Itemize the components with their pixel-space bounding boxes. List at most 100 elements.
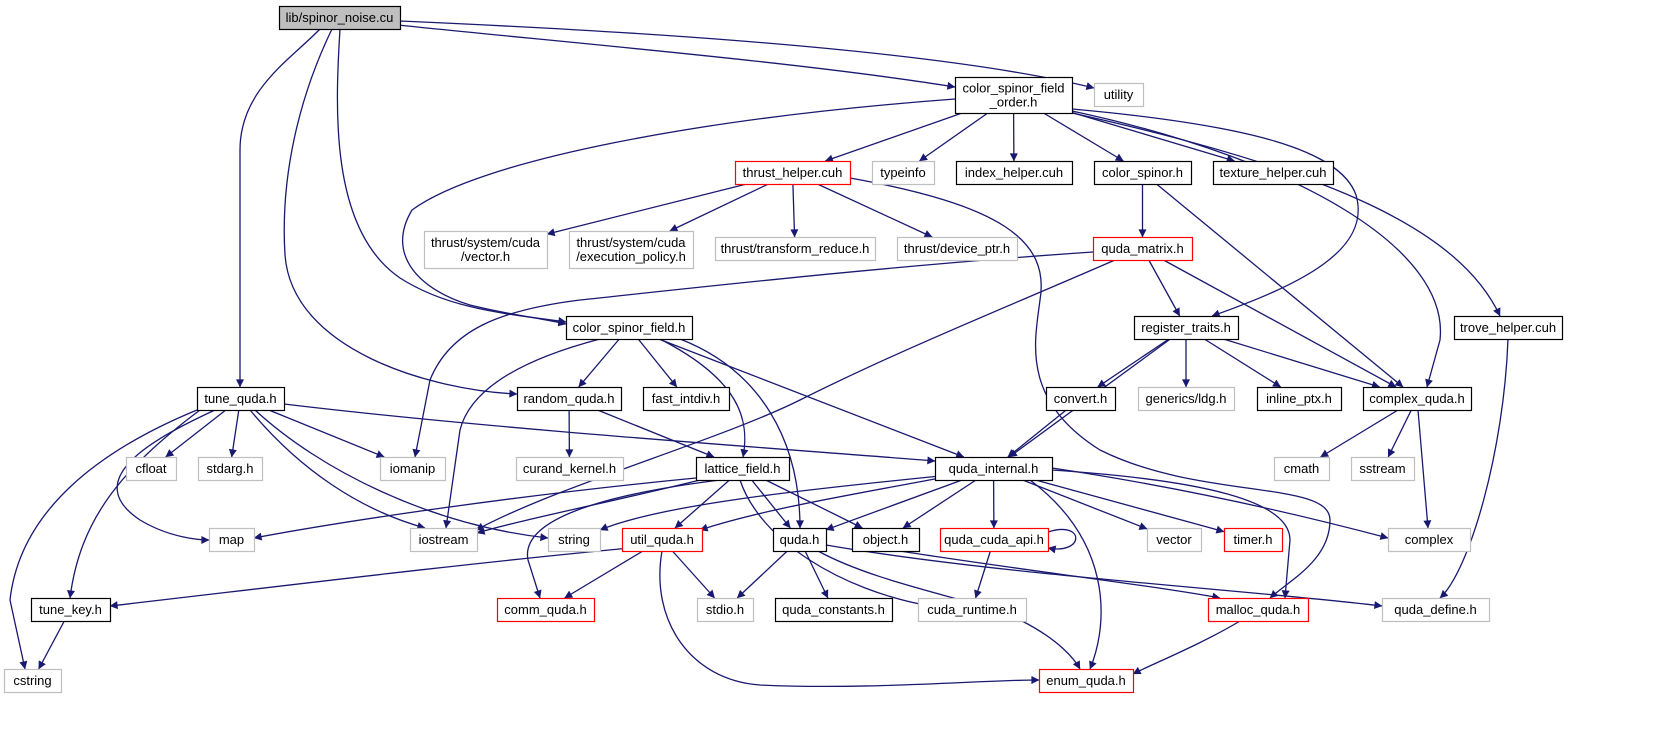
node-box-cuda_runtime	[917, 597, 1028, 623]
node-label: util_quda.h	[630, 532, 694, 547]
edge-spinor_noise-to-random_quda	[283, 28, 518, 398]
node-label: timer.h	[1233, 532, 1272, 547]
node-box-iomanip	[379, 456, 447, 482]
edge-lattice_field-to-util_quda	[674, 479, 730, 529]
node-box-quda_constants	[774, 597, 894, 623]
edge-convert-to-quda_internal	[1007, 409, 1067, 458]
node-cfloat: cfloat	[125, 456, 178, 482]
node-box-thrust_exec	[568, 230, 695, 270]
node-trove_helper[interactable]: trove_helper.cuh	[1453, 315, 1564, 341]
node-tune_quda[interactable]: tune_quda.h	[196, 386, 286, 412]
node-thrust_helper[interactable]: thrust_helper.cuh	[734, 160, 852, 186]
node-box-util_quda	[621, 527, 704, 553]
node-label: curand_kernel.h	[523, 461, 616, 476]
node-label: fast_intdiv.h	[652, 391, 720, 406]
node-index_helper[interactable]: index_helper.cuh	[955, 160, 1074, 186]
node-fast_intdiv[interactable]: fast_intdiv.h	[642, 386, 731, 412]
node-register_traits[interactable]: register_traits.h	[1133, 315, 1240, 341]
node-quda_h[interactable]: quda.h	[772, 527, 828, 553]
node-quda_matrix[interactable]: quda_matrix.h	[1092, 236, 1194, 262]
edge-thrust_helper-to-thrust_dp	[817, 183, 933, 238]
node-box-convert	[1045, 386, 1117, 412]
edge-random_quda-to-lattice_field	[597, 409, 715, 458]
node-label: thrust/system/cuda/vector.h	[431, 235, 541, 264]
edge-tune_quda-to-cstring	[9, 409, 198, 670]
node-lattice_field[interactable]: lattice_field.h	[695, 456, 791, 482]
edge-thrust_helper-to-malloc_quda	[849, 177, 1331, 599]
node-inline_ptx[interactable]: inline_ptx.h	[1256, 386, 1343, 412]
edge-util_quda-to-tune_key	[109, 547, 631, 610]
node-label: complex	[1405, 532, 1454, 547]
edge-complex_quda-to-cmath	[1320, 409, 1399, 458]
node-thrust_exec: thrust/system/cuda/execution_policy.h	[568, 230, 695, 270]
node-quda_internal[interactable]: quda_internal.h	[934, 456, 1054, 482]
node-label: quda_internal.h	[949, 461, 1039, 476]
node-label: cstring	[13, 673, 51, 688]
node-box-curand_kernel	[515, 456, 625, 482]
node-color_spinor[interactable]: color_spinor.h	[1093, 160, 1193, 186]
node-label: tune_quda.h	[204, 391, 276, 406]
node-label: quda_define.h	[1394, 602, 1476, 617]
edge-color_spinor-to-complex_quda	[1156, 183, 1404, 388]
node-label: quda_cuda_api.h	[944, 532, 1044, 547]
edge-tune_quda-to-map	[116, 409, 216, 544]
node-timer[interactable]: timer.h	[1223, 527, 1284, 553]
edge-trove_helper-to-quda_define	[1439, 338, 1509, 599]
node-object_h[interactable]: object.h	[851, 527, 921, 553]
node-map: map	[208, 527, 256, 553]
node-label: quda_matrix.h	[1101, 241, 1183, 256]
node-box-comm_quda	[496, 597, 596, 623]
node-label: color_spinor_field.h	[573, 320, 686, 335]
edge-quda_internal-to-timer	[1035, 479, 1225, 534]
node-cuda_runtime: cuda_runtime.h	[917, 597, 1028, 623]
node-texture_helper[interactable]: texture_helper.cuh	[1212, 160, 1335, 186]
node-cstring: cstring	[3, 668, 63, 694]
node-box-sstream	[1350, 456, 1416, 482]
node-box-lattice_field	[695, 456, 791, 482]
node-label: thrust/transform_reduce.h	[721, 241, 870, 256]
node-label: quda_constants.h	[782, 602, 885, 617]
node-label: inline_ptx.h	[1266, 391, 1332, 406]
node-box-iostream	[409, 527, 479, 553]
node-label: comm_quda.h	[504, 602, 586, 617]
node-iostream: iostream	[409, 527, 479, 553]
node-quda_constants[interactable]: quda_constants.h	[774, 597, 894, 623]
node-convert[interactable]: convert.h	[1045, 386, 1117, 412]
node-label: typeinfo	[880, 165, 926, 180]
edge-quda_cuda_api-to-cuda_runtime	[974, 550, 992, 599]
node-tune_key[interactable]: tune_key.h	[30, 597, 112, 623]
edge-csfo-to-texture_helper	[1071, 111, 1235, 163]
node-complex_quda[interactable]: complex_quda.h	[1362, 386, 1473, 412]
node-spinor_noise[interactable]: lib/spinor_noise.cu	[278, 5, 402, 31]
node-label: cuda_runtime.h	[927, 602, 1017, 617]
node-util_quda[interactable]: util_quda.h	[621, 527, 704, 553]
node-random_quda[interactable]: random_quda.h	[516, 386, 623, 412]
edge-csfo-to-csf	[401, 98, 956, 327]
edge-register_traits-to-inline_ptx	[1203, 338, 1282, 388]
edge-spinor_noise-to-csf	[336, 28, 567, 325]
node-label: index_helper.cuh	[965, 165, 1063, 180]
node-box-quda_cuda_api	[939, 527, 1050, 553]
edge-csfo-to-register_traits	[1071, 108, 1359, 318]
node-box-texture_helper	[1212, 160, 1335, 186]
node-box-register_traits	[1133, 315, 1240, 341]
edge-object_h-to-malloc_quda	[899, 550, 1221, 601]
edge-lattice_field-to-map	[253, 477, 697, 541]
node-enum_quda[interactable]: enum_quda.h	[1038, 668, 1135, 694]
edge-complex_quda-to-complex	[1417, 409, 1432, 529]
node-csfo[interactable]: color_spinor_field_order.h	[954, 76, 1074, 115]
edge-csf-to-lattice_field	[659, 338, 749, 458]
node-quda_cuda_api[interactable]: quda_cuda_api.h	[939, 527, 1050, 553]
edge-quda_cuda_api-to-quda_cuda_api	[1047, 528, 1077, 554]
node-csf[interactable]: color_spinor_field.h	[565, 315, 694, 341]
node-box-object_h	[851, 527, 921, 553]
node-malloc_quda[interactable]: malloc_quda.h	[1207, 597, 1310, 623]
node-box-tune_quda	[196, 386, 286, 412]
edge-register_traits-to-complex_quda	[1223, 338, 1380, 389]
node-label: random_quda.h	[523, 391, 614, 406]
node-label: string	[558, 532, 590, 547]
edge-util_quda-to-enum_quda	[659, 550, 1040, 688]
node-label: stdio.h	[706, 602, 744, 617]
node-label: texture_helper.cuh	[1220, 165, 1327, 180]
node-comm_quda[interactable]: comm_quda.h	[496, 597, 596, 623]
